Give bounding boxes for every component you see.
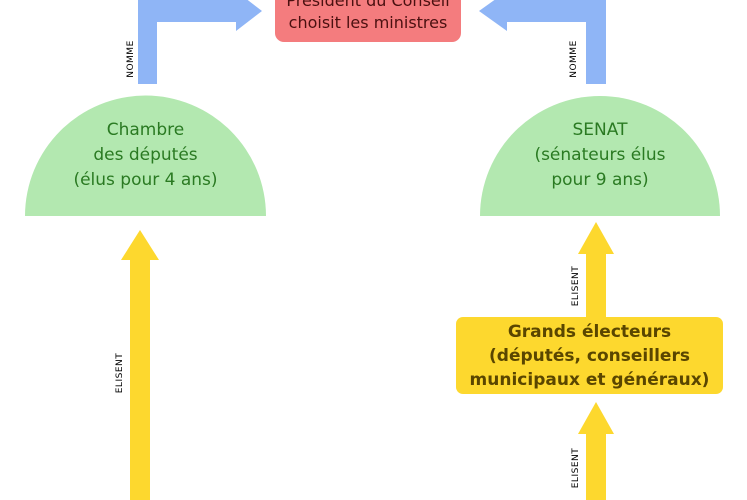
nomme-arrow-left xyxy=(138,0,262,84)
elisent-arrow-left xyxy=(121,230,159,500)
grands-electeurs-line1: Grands électeurs xyxy=(507,321,672,342)
nomme-label-right: NOMME xyxy=(569,40,579,78)
elisent-label-right-lower: ELISENT xyxy=(571,447,581,489)
president-line1: Président du Conseil xyxy=(286,0,450,10)
nomme-arrow-right xyxy=(479,0,606,84)
senat-label: SENAT (sénateurs élus pour 9 ans) xyxy=(480,118,720,193)
chambre-label: Chambre des députés (élus pour 4 ans) xyxy=(25,118,266,193)
senat-line2: (sénateurs élus xyxy=(534,145,666,165)
elisent-arrow-right-upper xyxy=(578,222,614,317)
president-box: Président du Conseil choisit les ministr… xyxy=(275,0,461,42)
nomme-label-left: NOMME xyxy=(126,40,136,78)
chambre-dome xyxy=(25,95,266,216)
chambre-line2: des députés xyxy=(93,145,198,165)
grands-electeurs-line2: (députés, conseillers xyxy=(489,345,690,366)
president-line2: choisit les ministres xyxy=(288,13,448,32)
grands-electeurs-box: Grands électeurs (députés, conseillers m… xyxy=(456,317,723,394)
grands-electeurs-line3: municipaux et généraux) xyxy=(469,369,710,390)
elisent-label-left: ELISENT xyxy=(115,352,125,394)
elisent-arrow-right-lower xyxy=(578,402,614,500)
chambre-line1: Chambre xyxy=(106,120,185,140)
elisent-label-right-upper: ELISENT xyxy=(571,265,581,307)
chambre-line3: (élus pour 4 ans) xyxy=(73,170,218,190)
senat-dome xyxy=(480,96,720,216)
senat-line1: SENAT xyxy=(572,120,628,140)
senat-line3: pour 9 ans) xyxy=(551,170,649,190)
